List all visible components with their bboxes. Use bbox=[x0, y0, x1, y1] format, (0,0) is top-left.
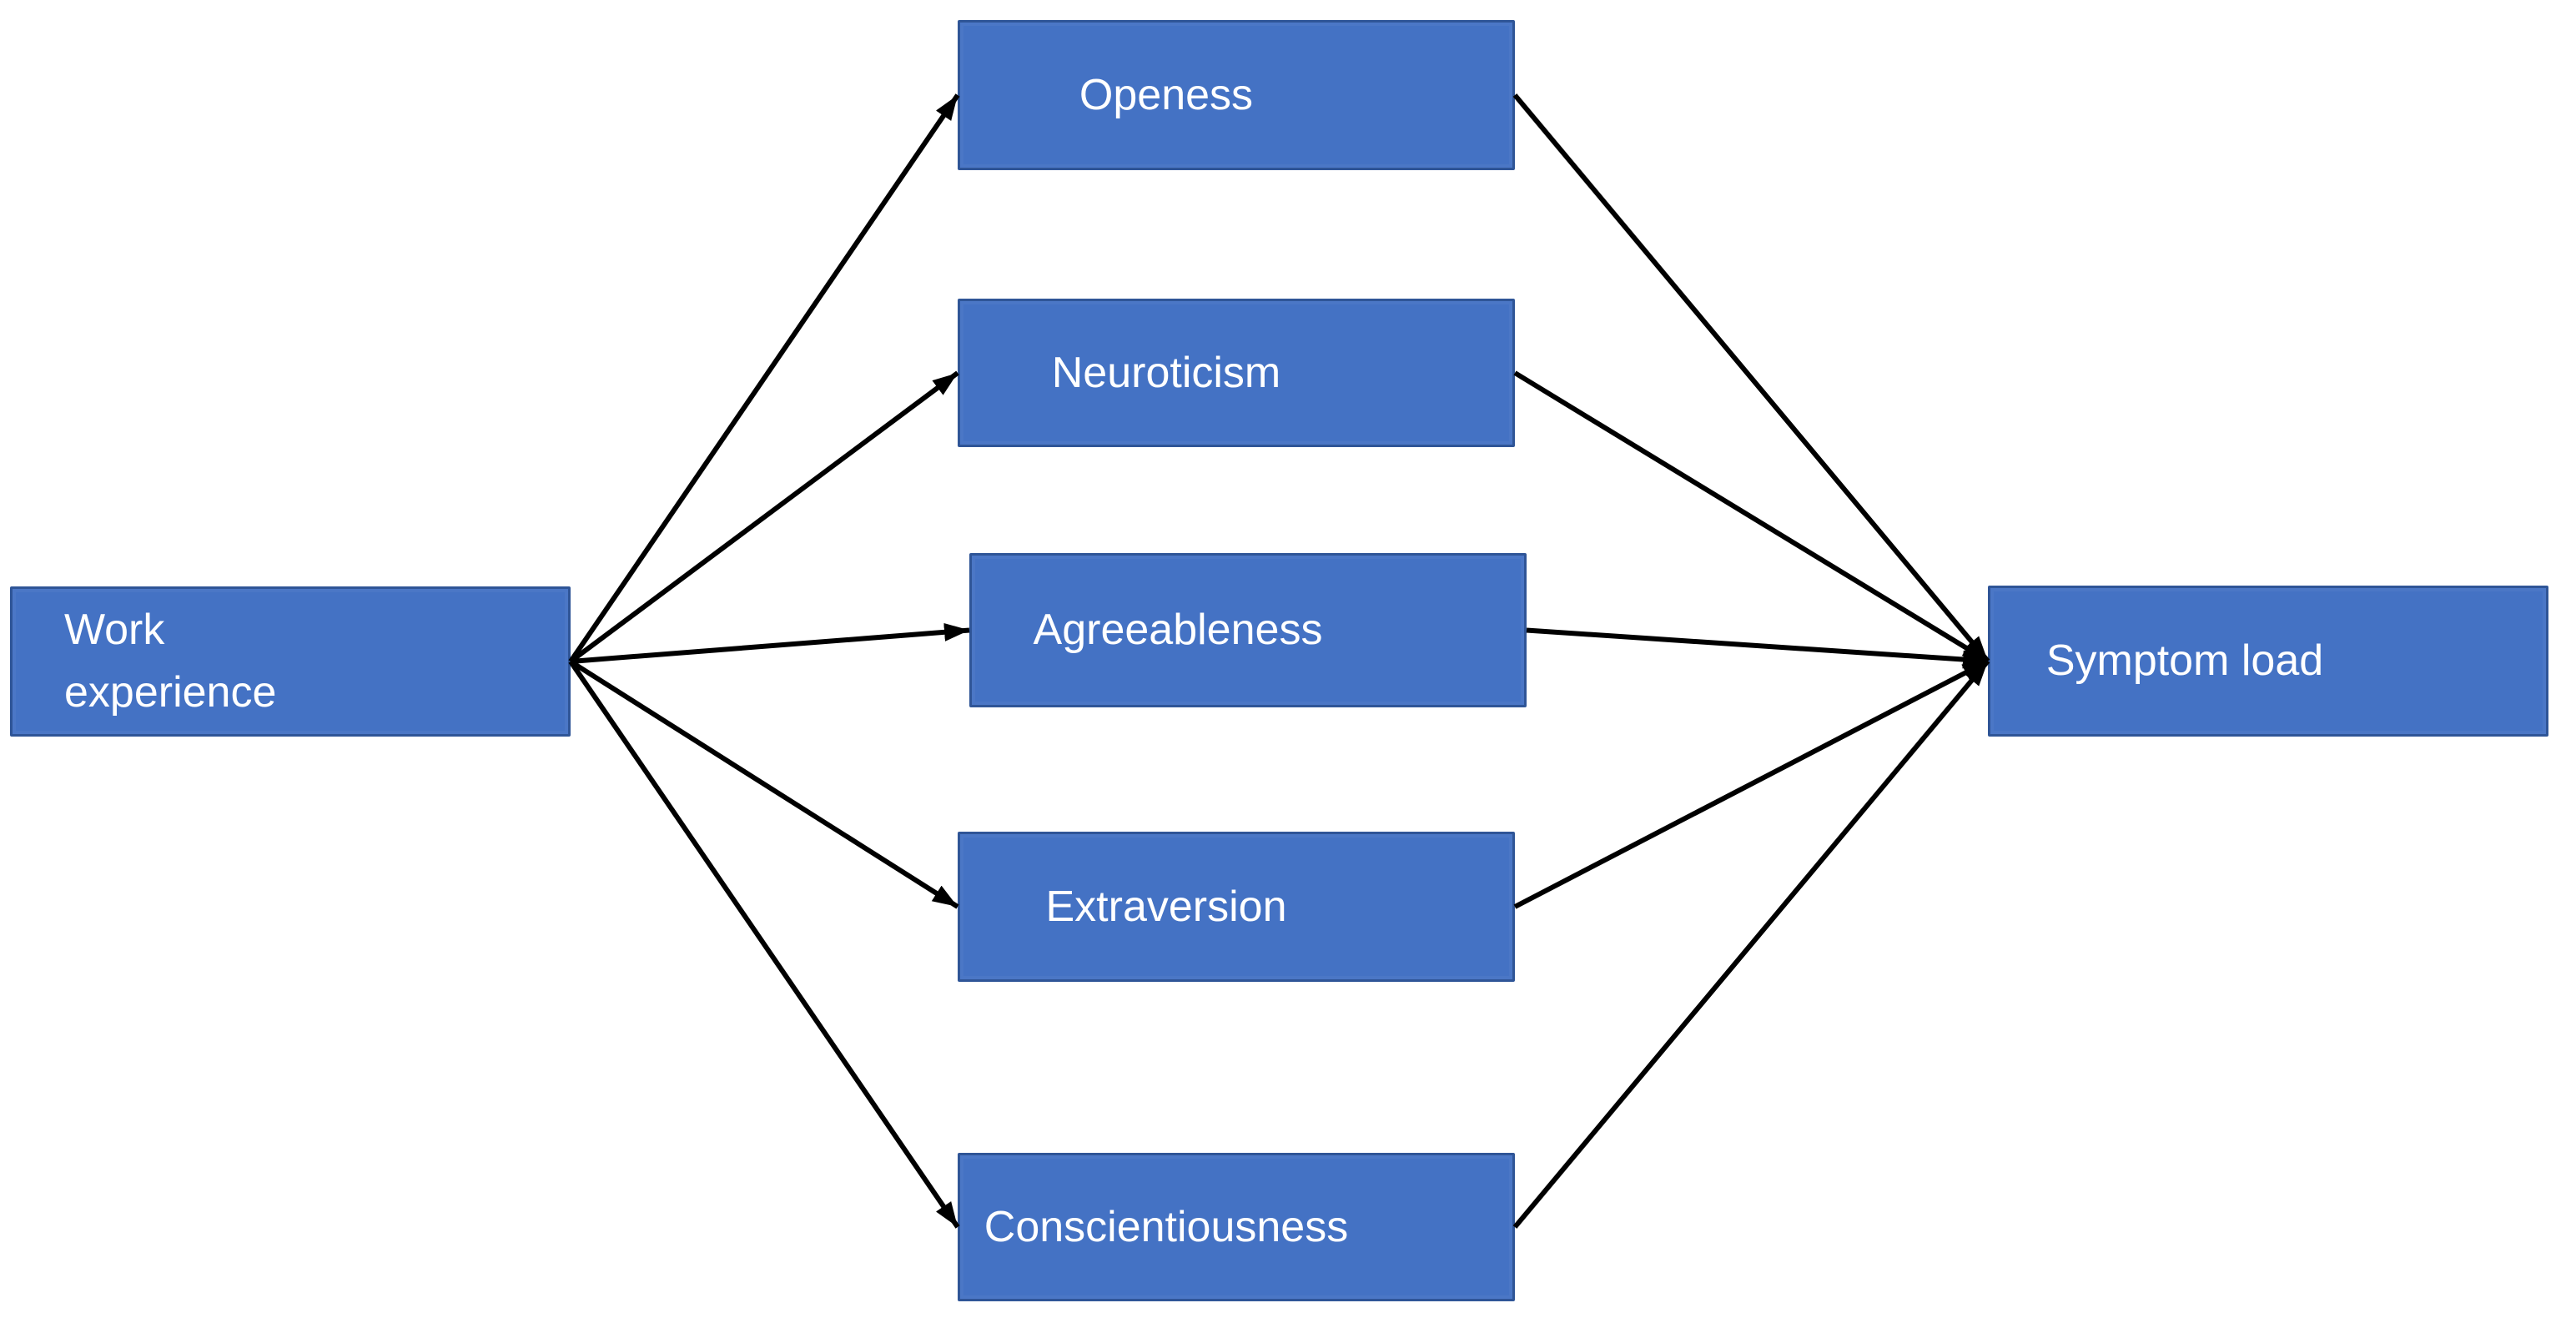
node-label: Neuroticism bbox=[1051, 348, 1281, 397]
node-label: Conscientiousness bbox=[984, 1202, 1349, 1251]
edge-arrow-work-experience-to-conscientiousness bbox=[568, 660, 960, 1229]
node-label: Extraversion bbox=[1045, 882, 1287, 931]
node-openness: Openess bbox=[958, 20, 1515, 170]
edge-arrow-openness-to-symptom-load bbox=[1512, 93, 1990, 663]
edge-arrow-work-experience-to-extraversion bbox=[569, 659, 959, 909]
edge-arrow-work-experience-to-agreeableness bbox=[570, 622, 970, 664]
edge-arrow-neuroticism-to-symptom-load bbox=[1513, 370, 1990, 664]
node-neuroticism: Neuroticism bbox=[958, 299, 1515, 447]
edge-arrow-extraversion-to-symptom-load bbox=[1513, 658, 1990, 909]
node-extraversion: Extraversion bbox=[958, 832, 1515, 982]
node-label: Symptom load bbox=[2045, 636, 2324, 686]
edge-arrow-conscientiousness-to-symptom-load bbox=[1512, 659, 1990, 1229]
node-agreeableness: Agreeableness bbox=[969, 553, 1527, 707]
node-conscientiousness: Conscientiousness bbox=[958, 1153, 1515, 1301]
node-label: Agreeableness bbox=[1033, 606, 1323, 655]
node-work-experience: Work experience bbox=[10, 586, 571, 737]
edge-arrow-work-experience-to-openness bbox=[568, 93, 960, 663]
edge-arrow-agreeableness-to-symptom-load bbox=[1526, 627, 1989, 669]
node-symptom-load: Symptom load bbox=[1988, 586, 2548, 737]
node-label: Work experience bbox=[64, 606, 277, 717]
edge-arrow-work-experience-to-neuroticism bbox=[569, 370, 959, 664]
node-label: Openess bbox=[1079, 70, 1254, 119]
